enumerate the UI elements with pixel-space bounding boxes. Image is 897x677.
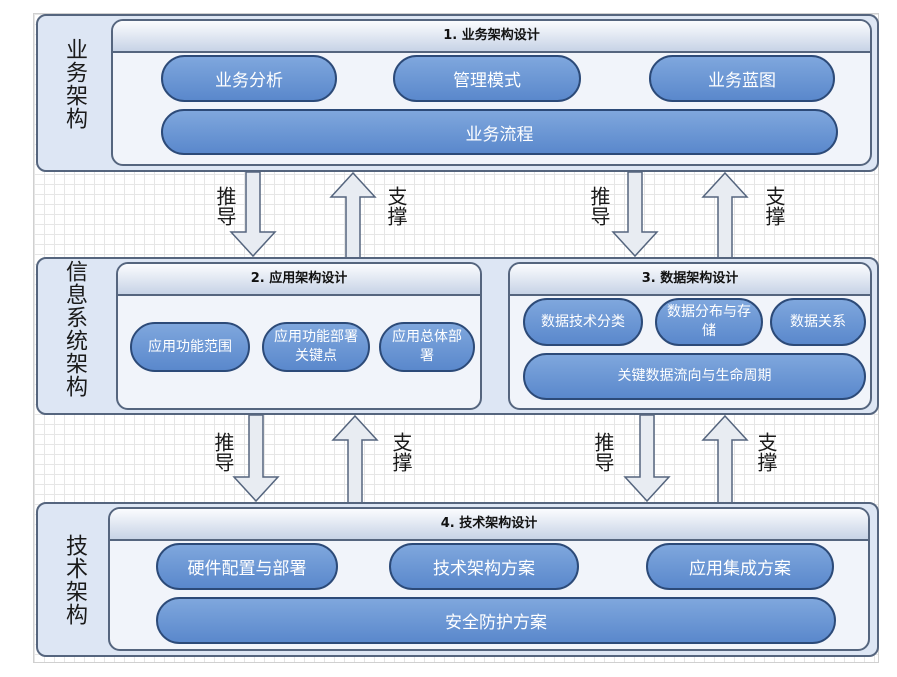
derive-label-right-bottom: 推导: [591, 432, 615, 472]
data-relationship-pill: 数据关系: [770, 298, 866, 346]
business-blueprint-pill: 业务蓝图: [649, 55, 835, 102]
support-label-left-top: 支撑: [384, 186, 408, 226]
support-label-right-bottom: 支撑: [754, 432, 778, 472]
business-analysis-pill: 业务分析: [161, 55, 337, 102]
panel-title: 4. 技术架构设计: [110, 509, 868, 541]
information-layer-label: 信息系统架构: [62, 260, 87, 398]
app-function-scope-pill: 应用功能范围: [130, 322, 250, 372]
app-integration-plan-pill: 应用集成方案: [646, 543, 834, 590]
data-distribution-storage-pill: 数据分布与存储: [655, 298, 763, 346]
app-overall-deployment-pill: 应用总体部署: [379, 322, 475, 372]
management-mode-pill: 管理模式: [393, 55, 581, 102]
derive-label-left-top: 推导: [213, 186, 237, 226]
support-arrow-up-right: [701, 415, 749, 503]
support-arrow-up-left: [329, 172, 377, 258]
tech-architecture-plan-pill: 技术架构方案: [389, 543, 579, 590]
key-data-flow-lifecycle-pill: 关键数据流向与生命周期: [523, 353, 866, 400]
data-tech-classification-pill: 数据技术分类: [523, 298, 643, 346]
derive-arrow-down-right: [611, 172, 659, 258]
support-label-right-top: 支撑: [762, 186, 786, 226]
panel-title: 2. 应用架构设计: [118, 264, 480, 296]
derive-label-right-top: 推导: [587, 186, 611, 226]
panel-title: 3. 数据架构设计: [510, 264, 870, 296]
support-arrow-up-right: [701, 172, 749, 258]
support-arrow-up-left: [331, 415, 379, 503]
hardware-config-deployment-pill: 硬件配置与部署: [156, 543, 338, 590]
derive-arrow-down-left: [229, 172, 277, 258]
security-protection-plan-pill: 安全防护方案: [156, 597, 836, 644]
derive-arrow-down-left: [232, 415, 280, 503]
derive-label-left-bottom: 推导: [211, 432, 235, 472]
derive-arrow-down-right: [623, 415, 671, 503]
support-label-left-bottom: 支撑: [389, 432, 413, 472]
business-process-pill: 业务流程: [161, 109, 838, 155]
business-layer-label: 业务架构: [62, 38, 87, 130]
app-function-deployment-keypoints-pill: 应用功能部署关键点: [262, 322, 370, 372]
technology-layer-label: 技术架构: [62, 534, 87, 626]
panel-title: 1. 业务架构设计: [113, 21, 870, 53]
